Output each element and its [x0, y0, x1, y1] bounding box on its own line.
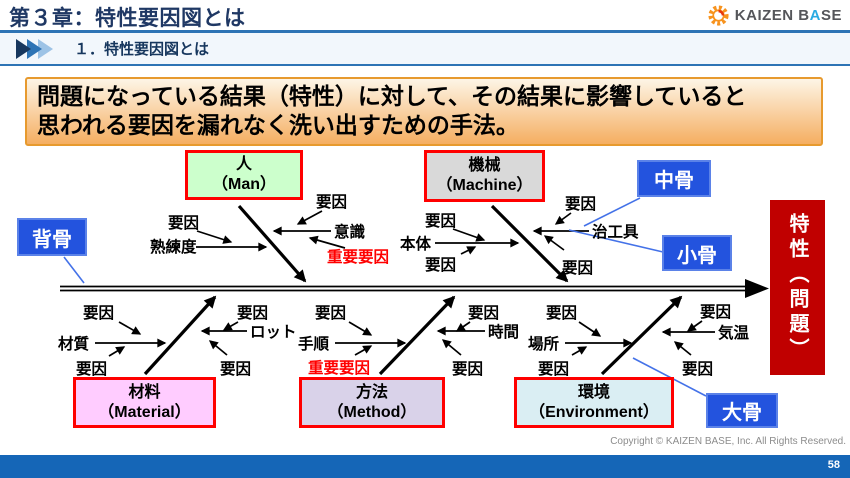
factor-label: 要因 — [220, 360, 251, 378]
effect-box: 特性（問題） — [770, 200, 825, 375]
category-subtitle: （Environment） — [529, 403, 659, 421]
copyright-text: Copyright © KAIZEN BASE, Inc. All Rights… — [610, 436, 846, 447]
factor-label: 要因 — [565, 195, 596, 213]
factor-label: 要因 — [546, 304, 577, 322]
triple-chevron-icon — [16, 38, 53, 59]
callout-middle-bone: 中骨 — [637, 160, 711, 197]
subfactor-label-kion: 気温 — [718, 323, 750, 342]
factor-label: 要因 — [452, 360, 483, 378]
callout-small-bone: 小骨 — [662, 235, 732, 271]
category-title: 方法 — [355, 383, 388, 401]
bottom-bar: 58 — [0, 455, 850, 478]
factor-label: 要因 — [83, 304, 114, 322]
factor-label: 要因 — [315, 304, 346, 322]
factor-label: 要因 — [562, 259, 593, 277]
logo-text-right: SE — [820, 7, 842, 24]
subfactor-label-ishiki: 意識 — [334, 222, 366, 241]
subfactor-label-lot: ロット — [250, 324, 297, 341]
important-factor-label: 重要要因 — [327, 247, 389, 266]
category-subtitle: （Method） — [327, 403, 417, 421]
category-subtitle: （Machine） — [436, 177, 533, 194]
category-box-method: 方法 （Method） — [299, 377, 445, 428]
factor-label: 要因 — [538, 360, 569, 378]
section-title: １．特性要因図とは — [74, 41, 210, 58]
subfactor-label-tejun: 手順 — [298, 334, 330, 353]
factor-label: 要因 — [168, 214, 199, 232]
callout-big-bone: 大骨 — [706, 393, 778, 428]
subfactor-label-hontai: 本体 — [400, 234, 432, 253]
bone-man — [237, 204, 307, 283]
middle-and-small-bones — [95, 210, 715, 357]
category-box-material: 材料 （Material） — [73, 377, 216, 428]
category-subtitle: （Material） — [98, 403, 191, 421]
bone-machine — [490, 204, 569, 283]
subfactor-label-jukurendo: 熟練度 — [150, 237, 197, 256]
category-title: 人 — [235, 156, 252, 173]
logo-text-accent: A — [809, 7, 821, 24]
logo-text-left: KAIZEN B — [734, 7, 810, 24]
lead-line-2: 思われる要因を漏れなく洗い出すための手法。 — [37, 112, 519, 138]
bone-method — [378, 295, 456, 376]
gear-icon — [708, 5, 729, 26]
page-number: 58 — [827, 459, 840, 471]
callout-backbone: 背骨 — [17, 218, 87, 256]
category-title: 環境 — [577, 383, 610, 401]
factor-label: 要因 — [316, 193, 347, 211]
subfactor-label-zaishitsu: 材質 — [58, 334, 89, 353]
category-box-man: 人 （Man） — [185, 150, 303, 200]
factor-label: 要因 — [682, 360, 713, 378]
factor-label: 要因 — [700, 303, 731, 321]
big-bones — [143, 204, 683, 376]
factor-label: 要因 — [76, 360, 107, 378]
category-subtitle: （Man） — [211, 176, 276, 193]
section-header: １．特性要因図とは — [0, 33, 850, 66]
subfactor-label-jikan: 時間 — [488, 322, 519, 341]
factor-label: 要因 — [425, 256, 456, 274]
bone-material — [143, 295, 217, 376]
logo-text: KAIZEN BASE — [735, 7, 842, 24]
lead-statement: 問題になっている結果（特性）に対して、その結果に影響していると 思われる要因を漏… — [25, 77, 823, 146]
lead-line-1: 問題になっている結果（特性）に対して、その結果に影響していると — [37, 83, 747, 109]
subfactor-label-basho: 場所 — [528, 335, 560, 353]
bone-environment — [600, 295, 683, 376]
factor-label: 要因 — [425, 212, 456, 230]
factor-label: 要因 — [237, 304, 268, 322]
spine-backbone — [60, 279, 769, 298]
factor-label: 要因 — [468, 304, 499, 322]
kaizen-base-logo: KAIZEN BASE — [707, 4, 842, 27]
important-factor-label: 重要要因 — [308, 358, 370, 377]
subfactor-label-jikogu: 治工具 — [592, 222, 639, 241]
category-box-machine: 機械 （Machine） — [424, 150, 545, 202]
title-bar: 第３章：特性要因図とは KAIZEN BASE — [0, 0, 850, 33]
category-title: 機械 — [468, 157, 501, 174]
category-box-environment: 環境 （Environment） — [514, 377, 674, 428]
category-title: 材料 — [128, 383, 161, 401]
page-title: 第３章：特性要因図とは — [9, 7, 246, 30]
